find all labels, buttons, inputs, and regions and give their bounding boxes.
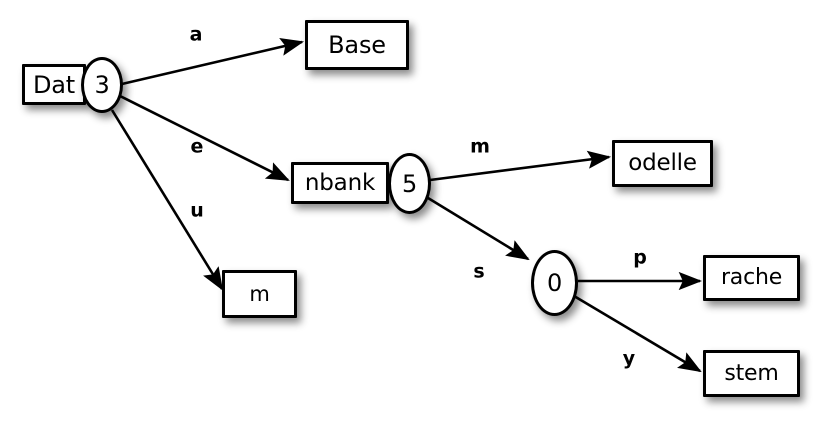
- edge-label-edge-s: s: [473, 260, 485, 283]
- node-label-five: 5: [401, 169, 418, 198]
- node-label-dat: Dat: [33, 70, 75, 99]
- node-m-node[interactable]: m: [222, 270, 297, 318]
- node-rache[interactable]: rache: [703, 255, 800, 301]
- edge-label-edge-a: a: [189, 23, 203, 46]
- node-three[interactable]: 3: [81, 57, 123, 113]
- node-stem[interactable]: stem: [703, 350, 800, 397]
- node-label-zero: 0: [546, 269, 563, 297]
- node-label-m-node: m: [249, 281, 270, 306]
- edge-line-edge-s: [427, 196, 530, 261]
- edge-line-edge-a: [121, 37, 305, 86]
- node-label-nbank: nbank: [304, 169, 376, 196]
- edge-line-edge-m: [429, 150, 612, 182]
- node-odelle[interactable]: odelle: [612, 140, 713, 187]
- edge-label-edge-m: m: [470, 135, 490, 158]
- node-five[interactable]: 5: [388, 153, 431, 214]
- node-label-rache: rache: [720, 265, 783, 290]
- edge-line-edge-y: [573, 294, 702, 373]
- node-zero[interactable]: 0: [531, 250, 578, 316]
- node-label-stem: stem: [724, 360, 779, 386]
- node-nbank[interactable]: nbank: [291, 162, 389, 204]
- edge-label-edge-u: u: [190, 199, 204, 222]
- node-base[interactable]: Base: [305, 20, 409, 70]
- node-label-three: 3: [94, 71, 110, 99]
- edge-label-edge-p: p: [633, 246, 647, 269]
- edge-line-edge-u: [110, 109, 224, 291]
- edge-label-edge-y: y: [622, 347, 636, 370]
- node-label-base: Base: [328, 31, 386, 59]
- edge-label-edge-e: e: [190, 135, 204, 158]
- edge-line-edge-e: [119, 94, 290, 182]
- node-label-odelle: odelle: [628, 150, 697, 176]
- node-dat[interactable]: Dat: [22, 64, 86, 105]
